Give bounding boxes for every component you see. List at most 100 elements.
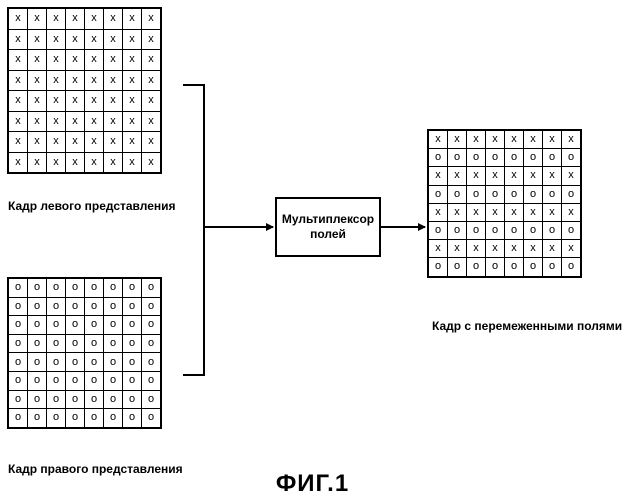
left-view-cell: x — [85, 29, 104, 50]
right-view-cell: o — [104, 297, 123, 316]
right-view-cell: o — [28, 371, 47, 390]
interleaved-cell: o — [467, 258, 486, 277]
right-view-cell: o — [123, 334, 142, 353]
interleaved-cell: o — [543, 221, 562, 239]
right-view-cell: o — [47, 371, 66, 390]
left-view-cell: x — [66, 132, 85, 153]
right-view-cell: o — [85, 278, 104, 297]
grid-row: oooooooo — [8, 353, 161, 372]
interleaved-cell: o — [448, 185, 467, 203]
grid-row: oooooooo — [428, 185, 581, 203]
left-view-cell: x — [28, 91, 47, 112]
interleaved-cell: x — [467, 203, 486, 221]
left-view-cell: x — [142, 111, 162, 132]
interleaved-cell: x — [543, 130, 562, 149]
right-view-cell: o — [104, 316, 123, 335]
left-view-cell: x — [85, 50, 104, 71]
interleaved-cell: x — [486, 240, 505, 258]
interleaved-cell: x — [486, 167, 505, 185]
right-view-cell: o — [28, 316, 47, 335]
left-view-cell: x — [142, 132, 162, 153]
right-view-cell: o — [47, 334, 66, 353]
right-view-cell: o — [123, 297, 142, 316]
grid-row: oooooooo — [8, 334, 161, 353]
interleaved-cell: o — [467, 221, 486, 239]
left-view-cell: x — [28, 70, 47, 91]
right-view-cell: o — [66, 409, 85, 428]
right-view-cell: o — [66, 334, 85, 353]
right-view-cell: o — [85, 353, 104, 372]
left-view-cell: x — [47, 70, 66, 91]
right-view-cell: o — [47, 353, 66, 372]
interleaved-cell: o — [486, 258, 505, 277]
interleaved-cell: o — [486, 221, 505, 239]
multiplexer-label-line2: полей — [282, 227, 374, 242]
interleaved-cell: x — [524, 203, 543, 221]
left-view-cell: x — [104, 132, 123, 153]
left-view-cell: x — [8, 29, 28, 50]
grid-row: xxxxxxxx — [8, 8, 161, 29]
right-view-cell: o — [8, 278, 28, 297]
right-view-cell: o — [142, 316, 162, 335]
right-view-cell: o — [47, 316, 66, 335]
interleaved-cell: x — [448, 203, 467, 221]
left-view-cell: x — [104, 111, 123, 132]
left-view-cell: x — [66, 29, 85, 50]
left-view-cell: x — [47, 50, 66, 71]
left-view-cell: x — [66, 70, 85, 91]
left-view-cell: x — [8, 70, 28, 91]
left-view-cell: x — [47, 152, 66, 173]
interleaved-cell: o — [428, 185, 448, 203]
interleaved-cell: x — [543, 203, 562, 221]
interleaved-cell: x — [448, 167, 467, 185]
right-view-cell: o — [8, 353, 28, 372]
left-view-cell: x — [66, 50, 85, 71]
left-view-cell: x — [123, 50, 142, 71]
interleaved-cell: x — [428, 240, 448, 258]
interleaved-cell: x — [562, 130, 582, 149]
left-view-cell: x — [142, 70, 162, 91]
left-view-cell: x — [47, 111, 66, 132]
left-view-frame-grid: xxxxxxxxxxxxxxxxxxxxxxxxxxxxxxxxxxxxxxxx… — [7, 7, 162, 174]
grid-row: oooooooo — [8, 316, 161, 335]
right-view-cell: o — [142, 371, 162, 390]
right-view-cell: o — [66, 371, 85, 390]
left-view-cell: x — [104, 91, 123, 112]
grid-row: xxxxxxxx — [8, 29, 161, 50]
right-view-cell: o — [142, 390, 162, 409]
interleaved-cell: o — [524, 221, 543, 239]
right-view-cell: o — [142, 409, 162, 428]
interleaved-cell: x — [448, 240, 467, 258]
interleaved-cell: o — [505, 221, 524, 239]
interleaved-cell: o — [524, 149, 543, 167]
right-view-cell: o — [104, 353, 123, 372]
right-view-cell: o — [47, 390, 66, 409]
interleaved-cell: o — [562, 149, 582, 167]
right-view-cell: o — [8, 390, 28, 409]
interleaved-cell: o — [448, 258, 467, 277]
grid-row: xxxxxxxx — [428, 167, 581, 185]
left-view-cell: x — [142, 152, 162, 173]
grid-row: oooooooo — [8, 371, 161, 390]
grid-row: oooooooo — [8, 409, 161, 428]
right-view-frame-grid: oooooooooooooooooooooooooooooooooooooooo… — [7, 277, 162, 429]
left-view-cell: x — [85, 8, 104, 29]
left-view-cell: x — [142, 8, 162, 29]
right-view-cell: o — [123, 371, 142, 390]
interleaved-cell: x — [505, 167, 524, 185]
interleaved-cell: o — [505, 185, 524, 203]
interleaved-cell: o — [428, 221, 448, 239]
multiplexer-label-line1: Мультиплексор — [282, 212, 374, 227]
right-view-cell: o — [142, 334, 162, 353]
left-view-cell: x — [123, 152, 142, 173]
interleaved-cell: o — [505, 149, 524, 167]
interleaved-cell: o — [543, 149, 562, 167]
right-view-cell: o — [8, 371, 28, 390]
left-view-cell: x — [8, 132, 28, 153]
right-view-cell: o — [47, 409, 66, 428]
field-multiplexer-box: Мультиплексор полей — [275, 197, 381, 257]
interleaved-cell: o — [486, 185, 505, 203]
interleaved-cell: x — [543, 240, 562, 258]
left-view-cell: x — [104, 29, 123, 50]
grid-row: oooooooo — [428, 221, 581, 239]
